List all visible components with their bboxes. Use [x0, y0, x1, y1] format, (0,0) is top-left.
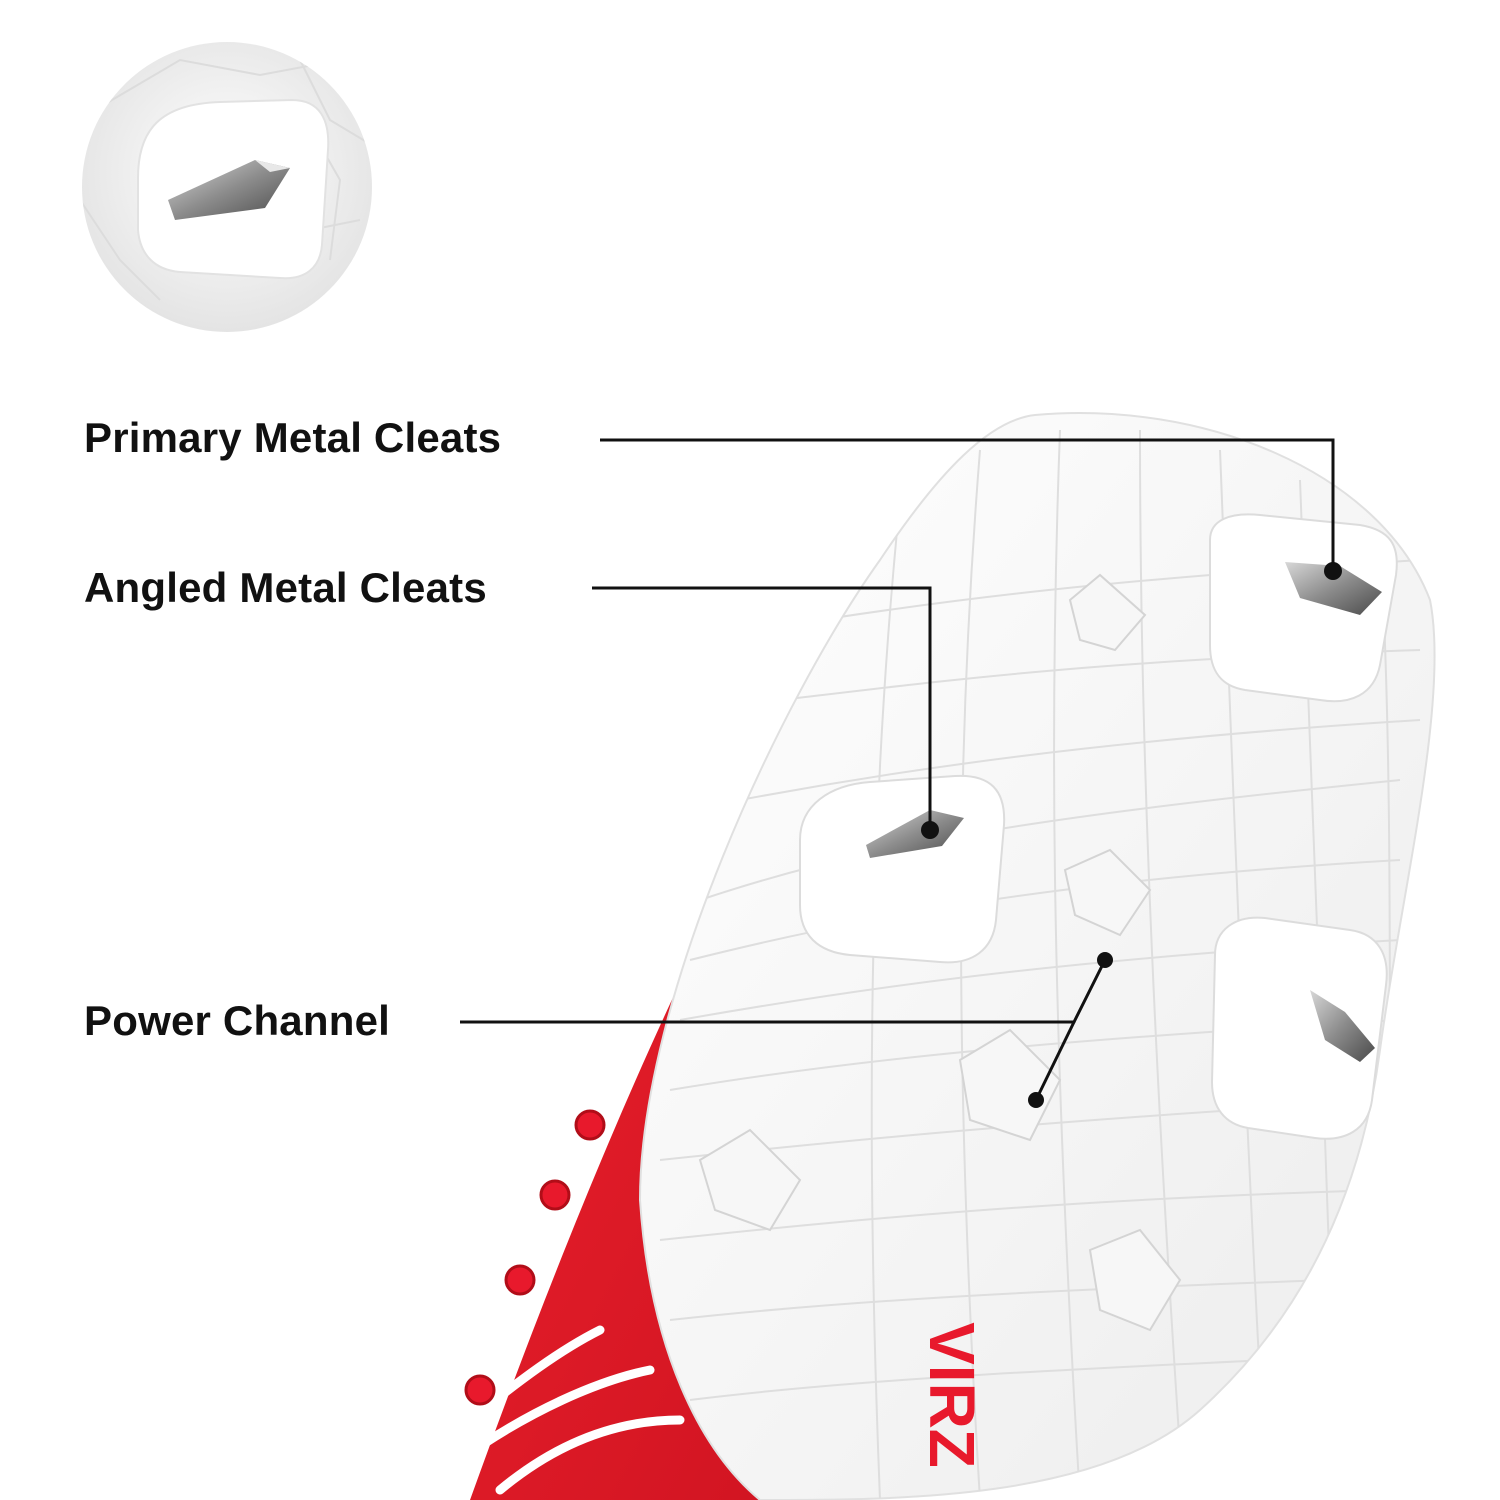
metal-cleat-icon [1285, 562, 1382, 615]
cleat-pad-bottom [1210, 916, 1388, 1140]
metal-cleat-icon [1310, 990, 1375, 1062]
callout-primary-metal-cleats: Primary Metal Cleats [84, 414, 502, 461]
callout-dot-power-b [1028, 1092, 1044, 1108]
shoe-sole: VIRZ [638, 411, 1436, 1500]
callout-line-primary [600, 438, 1335, 571]
callout-dot-power-a [1097, 952, 1113, 968]
svg-text:VIRZ: VIRZ [916, 1322, 988, 1468]
brand-mark: VIRZ [916, 1322, 988, 1468]
callout-power-channel: Power Channel [84, 997, 390, 1044]
cleat-pad-middle [799, 774, 1006, 964]
metal-cleat-icon [168, 160, 290, 220]
molded-studs [698, 573, 1182, 1332]
callout-dot-angled [921, 821, 939, 839]
callout-dots [921, 562, 1342, 1108]
callout-dot-primary [1324, 562, 1342, 580]
callout-line-power-branch [1034, 1021, 1076, 1101]
metal-cleat-icon [866, 810, 964, 858]
callout-lines [460, 438, 1335, 1101]
callout-angled-metal-cleats: Angled Metal Cleats [84, 564, 487, 611]
cleat-pad-top [1209, 513, 1398, 703]
callout-line-angled [592, 586, 932, 830]
cleat-closeup-inset [82, 42, 372, 332]
